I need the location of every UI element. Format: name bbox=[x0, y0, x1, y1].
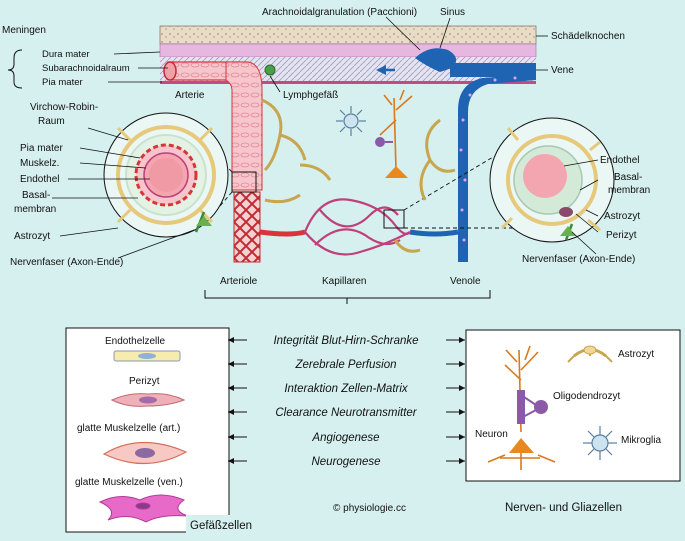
function-label: Neurogenese bbox=[311, 456, 380, 468]
label-left-endothel: Endothel bbox=[20, 174, 59, 185]
label-copyright: © physiologie.cc bbox=[333, 503, 406, 514]
label-venole: Venole bbox=[450, 276, 481, 287]
function-label: Angiogenese bbox=[311, 432, 379, 444]
function-label: Interaktion Zellen-Matrix bbox=[284, 383, 409, 395]
label-muskel-ven: glatte Muskelzelle (ven.) bbox=[75, 477, 183, 488]
vascular-title-bg bbox=[186, 515, 258, 533]
arteriole-segment bbox=[233, 191, 261, 263]
label-pia-top: Pia mater bbox=[42, 77, 83, 88]
label-vascular-title: Gefäßzellen bbox=[190, 520, 252, 532]
label-box-mikroglia: Mikroglia bbox=[621, 435, 661, 446]
label-sinus: Sinus bbox=[440, 7, 465, 18]
function-row: Clearance Neurotransmitter bbox=[228, 407, 465, 419]
smooth-muscle-ven-icon bbox=[98, 494, 189, 523]
label-left-basal-2: membran bbox=[14, 204, 56, 215]
label-lymph: Lymphgefäß bbox=[283, 90, 338, 101]
function-label: Integrität Blut-Hirn-Schranke bbox=[273, 335, 418, 347]
vein-top bbox=[450, 63, 536, 77]
label-left-muskel: Muskelz. bbox=[20, 158, 59, 169]
endothelial-cell-icon bbox=[113, 350, 181, 362]
label-right-perizyt: Perizyt bbox=[606, 230, 637, 241]
box-oligodendrocyte-icon bbox=[517, 390, 548, 424]
label-dura: Dura mater bbox=[42, 49, 90, 60]
label-neural-title: Nerven- und Gliazellen bbox=[505, 502, 622, 514]
arteriole-to-capillary bbox=[259, 229, 306, 237]
pointer-lines-left bbox=[52, 127, 195, 259]
main-neuron bbox=[375, 89, 413, 178]
artery-descending bbox=[225, 61, 263, 191]
label-left-basal-1: Basal- bbox=[22, 190, 50, 201]
right-inset bbox=[489, 117, 615, 243]
vein-dots bbox=[459, 76, 517, 242]
label-right-endothel: Endothel bbox=[600, 155, 639, 166]
function-label: Zerebrale Perfusion bbox=[295, 359, 397, 371]
label-right-basal-1: Basal- bbox=[614, 172, 642, 183]
label-left-pia: Pia mater bbox=[20, 143, 63, 154]
label-arachnoid-granulation: Arachnoidalgranulation (Pacchioni) bbox=[262, 7, 417, 18]
label-virchow-2: Raum bbox=[38, 116, 65, 127]
label-endothelzelle: Endothelzelle bbox=[105, 336, 165, 347]
box-astrocyte-icon bbox=[567, 345, 613, 363]
label-perizyt: Perizyt bbox=[129, 376, 160, 387]
label-right-astrozyt: Astrozyt bbox=[604, 211, 640, 222]
artery-opening bbox=[163, 61, 177, 81]
label-right-nervenfaser: Nervenfaser (Axon-Ende) bbox=[522, 254, 635, 265]
function-row: Interaktion Zellen-Matrix bbox=[228, 383, 465, 395]
label-box-oligodendrozyt: Oligodendrozyt bbox=[553, 391, 620, 402]
vein-arrowhead bbox=[376, 65, 386, 75]
right-inset-nerve-end bbox=[560, 226, 576, 236]
pointer-lines-right bbox=[563, 159, 599, 255]
label-arteriole: Arteriole bbox=[220, 276, 258, 287]
dura-layer bbox=[159, 43, 537, 58]
function-row: Neurogenese bbox=[228, 456, 465, 468]
inset-marker-left bbox=[231, 171, 257, 193]
pericyte-icon bbox=[110, 393, 186, 407]
label-subarachnoid: Subarachnoidalraum bbox=[42, 63, 130, 74]
function-row: Integrität Blut-Hirn-Schranke bbox=[228, 335, 465, 347]
sinus-shape bbox=[415, 48, 457, 72]
pointer-lines-top bbox=[108, 16, 548, 93]
inset-marker-right bbox=[383, 209, 405, 229]
label-muskel-art: glatte Muskelzelle (art.) bbox=[77, 423, 180, 434]
label-box-astrozyt: Astrozyt bbox=[618, 349, 654, 360]
skull-layer bbox=[159, 25, 537, 45]
box-microglia-icon bbox=[583, 426, 617, 460]
vessel-bracket bbox=[204, 290, 491, 304]
left-inset-nerve-end bbox=[196, 216, 212, 226]
astrocyte-processes bbox=[261, 98, 456, 253]
label-vene: Vene bbox=[551, 65, 574, 76]
function-row: Zerebrale Perfusion bbox=[228, 359, 465, 371]
main-microglia bbox=[336, 106, 366, 136]
capillary-to-venule bbox=[409, 229, 459, 237]
label-left-astrozyt: Astrozyt bbox=[14, 231, 50, 242]
lymph-vessel bbox=[264, 64, 276, 76]
label-meningen: Meningen bbox=[2, 25, 46, 36]
label-right-basal-2: membran bbox=[608, 185, 650, 196]
meningen-brace bbox=[7, 49, 23, 89]
pia-layer bbox=[160, 81, 536, 84]
label-kapillaren: Kapillaren bbox=[322, 276, 366, 287]
label-virchow-1: Virchow-Robin- bbox=[30, 102, 98, 113]
function-row: Angiogenese bbox=[228, 432, 465, 444]
function-list: Integrität Blut-Hirn-Schranke Zerebrale … bbox=[228, 335, 465, 468]
venule-descending bbox=[458, 74, 536, 262]
capillary-network bbox=[303, 198, 411, 256]
function-label: Clearance Neurotransmitter bbox=[275, 407, 417, 419]
left-inset bbox=[103, 112, 229, 238]
smooth-muscle-art-icon bbox=[102, 441, 188, 465]
label-left-nervenfaser: Nervenfaser (Axon-Ende) bbox=[10, 257, 123, 268]
label-box-neuron: Neuron bbox=[475, 429, 508, 440]
label-arterie: Arterie bbox=[175, 90, 205, 101]
label-skull: Schädelknochen bbox=[551, 31, 625, 42]
